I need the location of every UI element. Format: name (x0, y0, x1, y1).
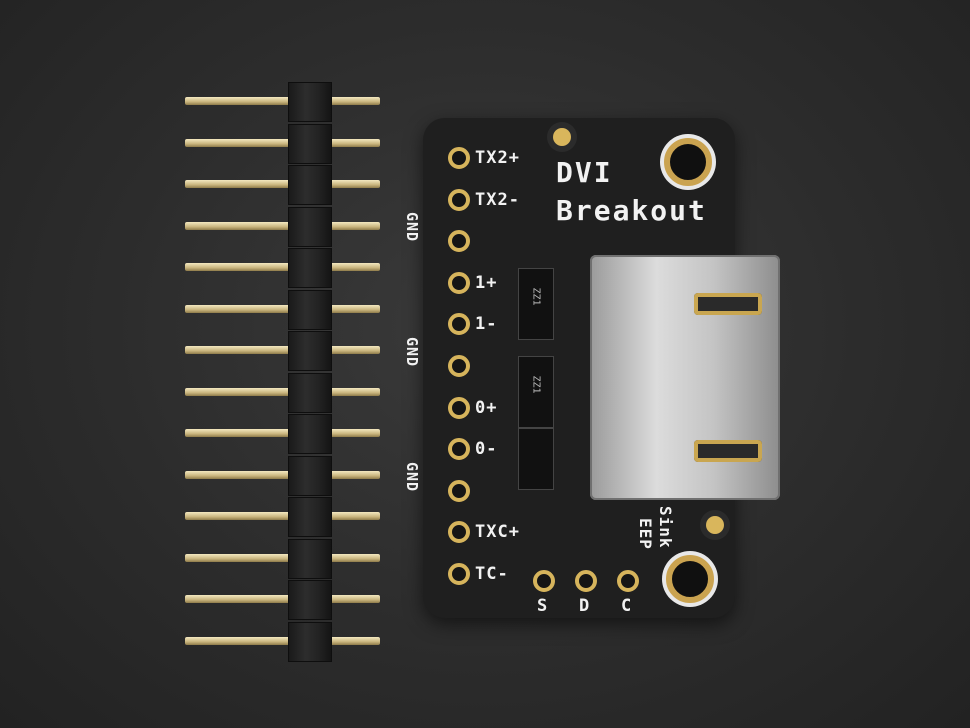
header-pin (185, 497, 380, 537)
solder-pad (448, 438, 470, 461)
pin-metal (185, 512, 380, 520)
header-pin (185, 455, 380, 496)
solder-pad (448, 147, 470, 169)
header-pin (185, 538, 380, 579)
pin-metal (185, 304, 380, 313)
header-pin (185, 82, 380, 122)
header-pin (185, 248, 380, 288)
pin-metal (185, 387, 380, 396)
label-eep: EEP (636, 518, 655, 550)
solder-pad (448, 479, 470, 502)
mounting-hole-bottom (666, 555, 714, 603)
dvi-breakout-board: DVI Breakout TX2+ TX2- GND 1+ 1- GND 0+ 0- GND TX… (403, 118, 735, 618)
pad-label: TX2+ (475, 148, 520, 168)
board-title-line2: Breakout (556, 194, 707, 227)
pad-label: TX2- (475, 189, 520, 210)
pad-label: GND (403, 212, 421, 243)
pad-label: TC- (475, 564, 509, 584)
fiducial-top (553, 128, 571, 146)
pin-metal (185, 97, 380, 105)
label-sink: Sink (656, 506, 675, 549)
solder-pad (448, 563, 470, 585)
header-pin (185, 621, 380, 662)
pin-housing (288, 538, 332, 579)
pad-label: 0- (475, 439, 498, 460)
pin-housing (288, 621, 332, 662)
header-pin (185, 165, 380, 205)
pin-housing (288, 165, 332, 205)
pin-metal (185, 180, 380, 188)
pad-label: GND (403, 337, 421, 368)
pin-housing (288, 372, 332, 413)
pin-housing (288, 248, 332, 288)
header-pin (185, 123, 380, 164)
pin-metal (185, 595, 380, 603)
solder-pad (448, 396, 470, 419)
pin-housing (288, 331, 332, 371)
pin-metal (185, 553, 380, 562)
pin-housing (288, 414, 332, 454)
solder-pad (448, 313, 470, 336)
pad-label: 1+ (475, 272, 498, 293)
pad-label: TXC+ (475, 522, 520, 543)
pin-housing (288, 455, 332, 496)
pin-metal (185, 429, 380, 437)
pad-label: 1- (475, 314, 498, 335)
solder-pad (448, 230, 470, 253)
pin-metal (185, 263, 380, 271)
pin-housing (288, 123, 332, 164)
connector-latch-top (694, 293, 762, 315)
pad-label: GND (403, 461, 421, 492)
solder-pad (533, 570, 555, 592)
esd-chip-3 (518, 428, 554, 490)
pad-label: 0+ (475, 397, 498, 418)
header-pin (185, 206, 380, 247)
pin-housing (288, 289, 332, 330)
solder-pad (448, 521, 470, 544)
esd-chip-1: ZZ1 (518, 268, 554, 340)
solder-pad (575, 570, 597, 592)
esd-chip-2: ZZ1 (518, 356, 554, 428)
fiducial-bottom (706, 516, 724, 534)
pin-housing (288, 497, 332, 537)
header-pin (185, 414, 380, 454)
solder-pad (617, 570, 639, 592)
header-pin (185, 289, 380, 330)
mounting-hole-top (664, 138, 712, 186)
pin-metal (185, 346, 380, 354)
pin-housing (288, 82, 332, 122)
header-pin (185, 580, 380, 620)
pin-housing (288, 206, 332, 247)
pin-metal (185, 138, 380, 147)
mini-hdmi-connector (590, 255, 780, 500)
board-title-line1: DVI (556, 156, 613, 189)
pin-metal (185, 221, 380, 230)
pad-label: D (579, 596, 591, 616)
header-pin (185, 372, 380, 413)
pin-housing (288, 580, 332, 620)
connector-latch-bottom (694, 440, 762, 462)
pad-label: S (537, 596, 549, 616)
solder-pad (448, 355, 470, 377)
pad-label: C (621, 596, 633, 616)
header-pin (185, 331, 380, 371)
pin-metal (185, 636, 380, 645)
pin-metal (185, 470, 380, 479)
solder-pad (448, 271, 470, 294)
solder-pad (448, 188, 470, 211)
